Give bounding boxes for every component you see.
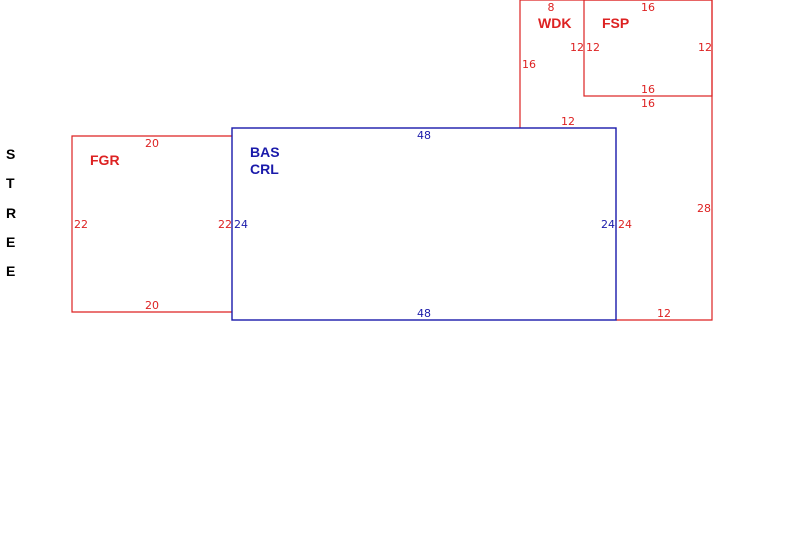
- rear-dim-bottom: 12: [657, 307, 671, 320]
- wdk-dim-bottom: 12: [561, 115, 575, 128]
- rear-dim-right: 28: [697, 202, 711, 215]
- street-letter: S: [6, 146, 15, 162]
- bas-dim-right: 24: [601, 218, 615, 231]
- wdk-label: WDK: [538, 15, 571, 31]
- area-rear: 16 28 24 12: [519, 0, 713, 321]
- fgr-dim-top: 20: [145, 137, 159, 150]
- fsp-dim-left: 12: [586, 41, 600, 54]
- street-letter: T: [6, 175, 15, 191]
- area-fsp: FSP 16 16 12 12: [583, 0, 713, 97]
- wdk-dim-top: 8: [548, 1, 555, 14]
- area-bas: BAS CRL 48 48 24 24: [231, 127, 617, 321]
- rear-outline: [519, 0, 713, 321]
- street-letter: E: [6, 263, 15, 279]
- fsp-outline: [583, 0, 713, 97]
- street-letter: E: [6, 234, 15, 250]
- rear-dim-left: 24: [618, 218, 632, 231]
- fsp-dim-right: 12: [698, 41, 712, 54]
- area-wdk: WDK 8 16 12 12: [522, 1, 584, 128]
- fgr-label: FGR: [90, 152, 120, 168]
- bas-dim-left: 24: [234, 218, 248, 231]
- street-letter: R: [6, 205, 16, 221]
- fgr-dim-left: 22: [74, 218, 88, 231]
- bas-dim-top: 48: [417, 129, 431, 142]
- bas-outline: [231, 127, 617, 321]
- fsp-dim-bottom: 16: [641, 83, 655, 96]
- bas-dim-bottom: 48: [417, 307, 431, 320]
- bas-label: BAS: [250, 144, 280, 160]
- fgr-outline: [71, 135, 232, 313]
- wdk-dim-right: 12: [570, 41, 584, 54]
- wdk-dim-left: 16: [522, 58, 536, 71]
- fgr-dim-bottom: 20: [145, 299, 159, 312]
- rear-dim-top: 16: [641, 97, 655, 110]
- fsp-dim-top: 16: [641, 1, 655, 14]
- area-fgr: FGR 20 20 22 22: [71, 135, 232, 313]
- street-label: S T R E E: [6, 146, 16, 279]
- fsp-label: FSP: [602, 15, 629, 31]
- fgr-dim-right: 22: [218, 218, 232, 231]
- crl-label: CRL: [250, 161, 279, 177]
